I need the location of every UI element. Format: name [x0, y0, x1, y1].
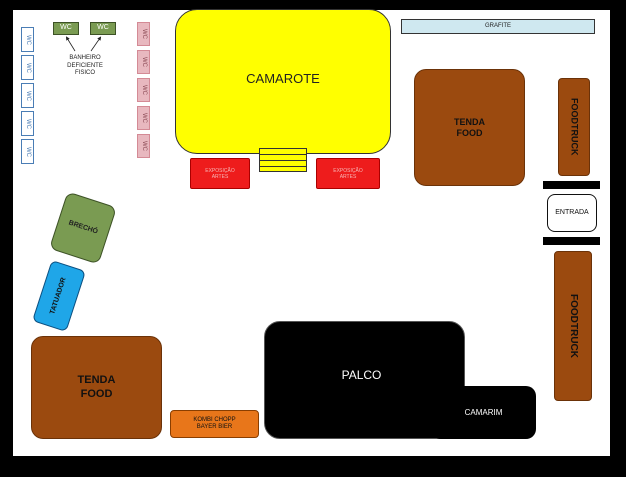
wc-blue-5: WC	[21, 139, 34, 164]
tenda-line-1: TENDA	[77, 374, 116, 387]
wc-blue-1: WC	[21, 27, 34, 52]
tenda-food-top: TENDA FOOD	[414, 69, 525, 186]
note-line-3: FISICO	[74, 70, 95, 76]
exposicao-artes-right: EXPOSIÇÃO ARTES	[316, 158, 380, 189]
wc-accessible-2: WC	[90, 22, 116, 35]
exposicao-line-1: EXPOSIÇÃO	[333, 167, 363, 174]
wc-label: WC	[141, 57, 148, 67]
kombi-line-2: BAYER BIER	[196, 424, 233, 430]
truck-line-2: TRUCK	[569, 124, 580, 156]
wc-pink-4: WC	[137, 106, 150, 130]
truck-line-1: FOOD	[569, 98, 580, 125]
wc-label: WC	[60, 24, 72, 32]
wc-blue-4: WC	[21, 111, 34, 136]
wc-label: WC	[141, 85, 148, 95]
accessible-bathroom-note: BANHEIRO DEFICIENTE FISICO	[61, 55, 109, 78]
grafite-wall: GRAFITE	[401, 19, 595, 34]
truck-line-1: FOOD	[568, 294, 579, 323]
entrance-bar-bottom	[543, 237, 600, 245]
wc-label: WC	[25, 34, 32, 45]
entrada-gate: ENTRADA	[547, 194, 597, 232]
wc-blue-2: WC	[21, 55, 34, 80]
wc-label: WC	[25, 90, 32, 101]
wc-label: WC	[25, 146, 32, 157]
arrow-left-icon	[65, 36, 76, 52]
wc-label: WC	[97, 24, 109, 32]
exposicao-line-2: ARTES	[211, 173, 229, 180]
grafite-label: GRAFITE	[484, 22, 511, 29]
camarote-area: CAMAROTE	[175, 9, 391, 154]
wc-pink-5: WC	[137, 134, 150, 158]
entrance-bar-top	[543, 181, 600, 189]
exposicao-line-1: EXPOSIÇÃO	[205, 167, 235, 174]
wc-pink-3: WC	[137, 78, 150, 102]
tenda-line-2: FOOD	[80, 387, 113, 400]
exposicao-artes-left: EXPOSIÇÃO ARTES	[190, 158, 250, 189]
wc-label: WC	[141, 29, 148, 39]
food-truck-bottom: FOOD TRUCK	[554, 251, 592, 401]
food-truck-top: FOOD TRUCK	[558, 78, 590, 176]
wc-accessible-1: WC	[53, 22, 79, 35]
note-line-1: BANHEIRO	[69, 55, 101, 61]
wc-label: WC	[141, 113, 148, 123]
tenda-line-2: FOOD	[456, 127, 483, 138]
brecho-label: BRECHÓ	[67, 219, 99, 236]
arrow-right-icon	[90, 36, 102, 52]
camarote-stairs	[259, 148, 307, 172]
wc-pink-1: WC	[137, 22, 150, 46]
event-floor-plan: WC WC WC WC WC WC WC BANHEIRO DEFICIENTE…	[13, 9, 610, 456]
note-line-2: DEFICIENTE	[67, 62, 103, 69]
camarim-area: CAMARIM	[431, 386, 536, 439]
tenda-food-bottom: TENDA FOOD	[31, 336, 162, 439]
entrada-label: ENTRADA	[555, 208, 589, 216]
tatuador-label: TATUADOR	[49, 276, 68, 316]
wc-blue-3: WC	[21, 83, 34, 108]
camarim-label: CAMARIM	[464, 407, 503, 417]
wc-label: WC	[25, 62, 32, 73]
tatuador-area: TATUADOR	[31, 260, 87, 332]
camarote-label: CAMAROTE	[246, 70, 320, 86]
wc-label: WC	[141, 141, 148, 151]
truck-line-2: TRUCK	[568, 322, 579, 358]
kombi-line-1: KOMBI CHOPP	[193, 416, 236, 423]
kombi-chopp-area: KOMBI CHOPP BAYER BIER	[170, 410, 259, 438]
exposicao-line-2: ARTES	[339, 173, 357, 180]
wc-pink-2: WC	[137, 50, 150, 74]
palco-label: PALCO	[341, 367, 382, 382]
wc-label: WC	[25, 118, 32, 129]
brecho-area: BRECHÓ	[49, 191, 117, 265]
tenda-line-1: TENDA	[454, 116, 485, 127]
